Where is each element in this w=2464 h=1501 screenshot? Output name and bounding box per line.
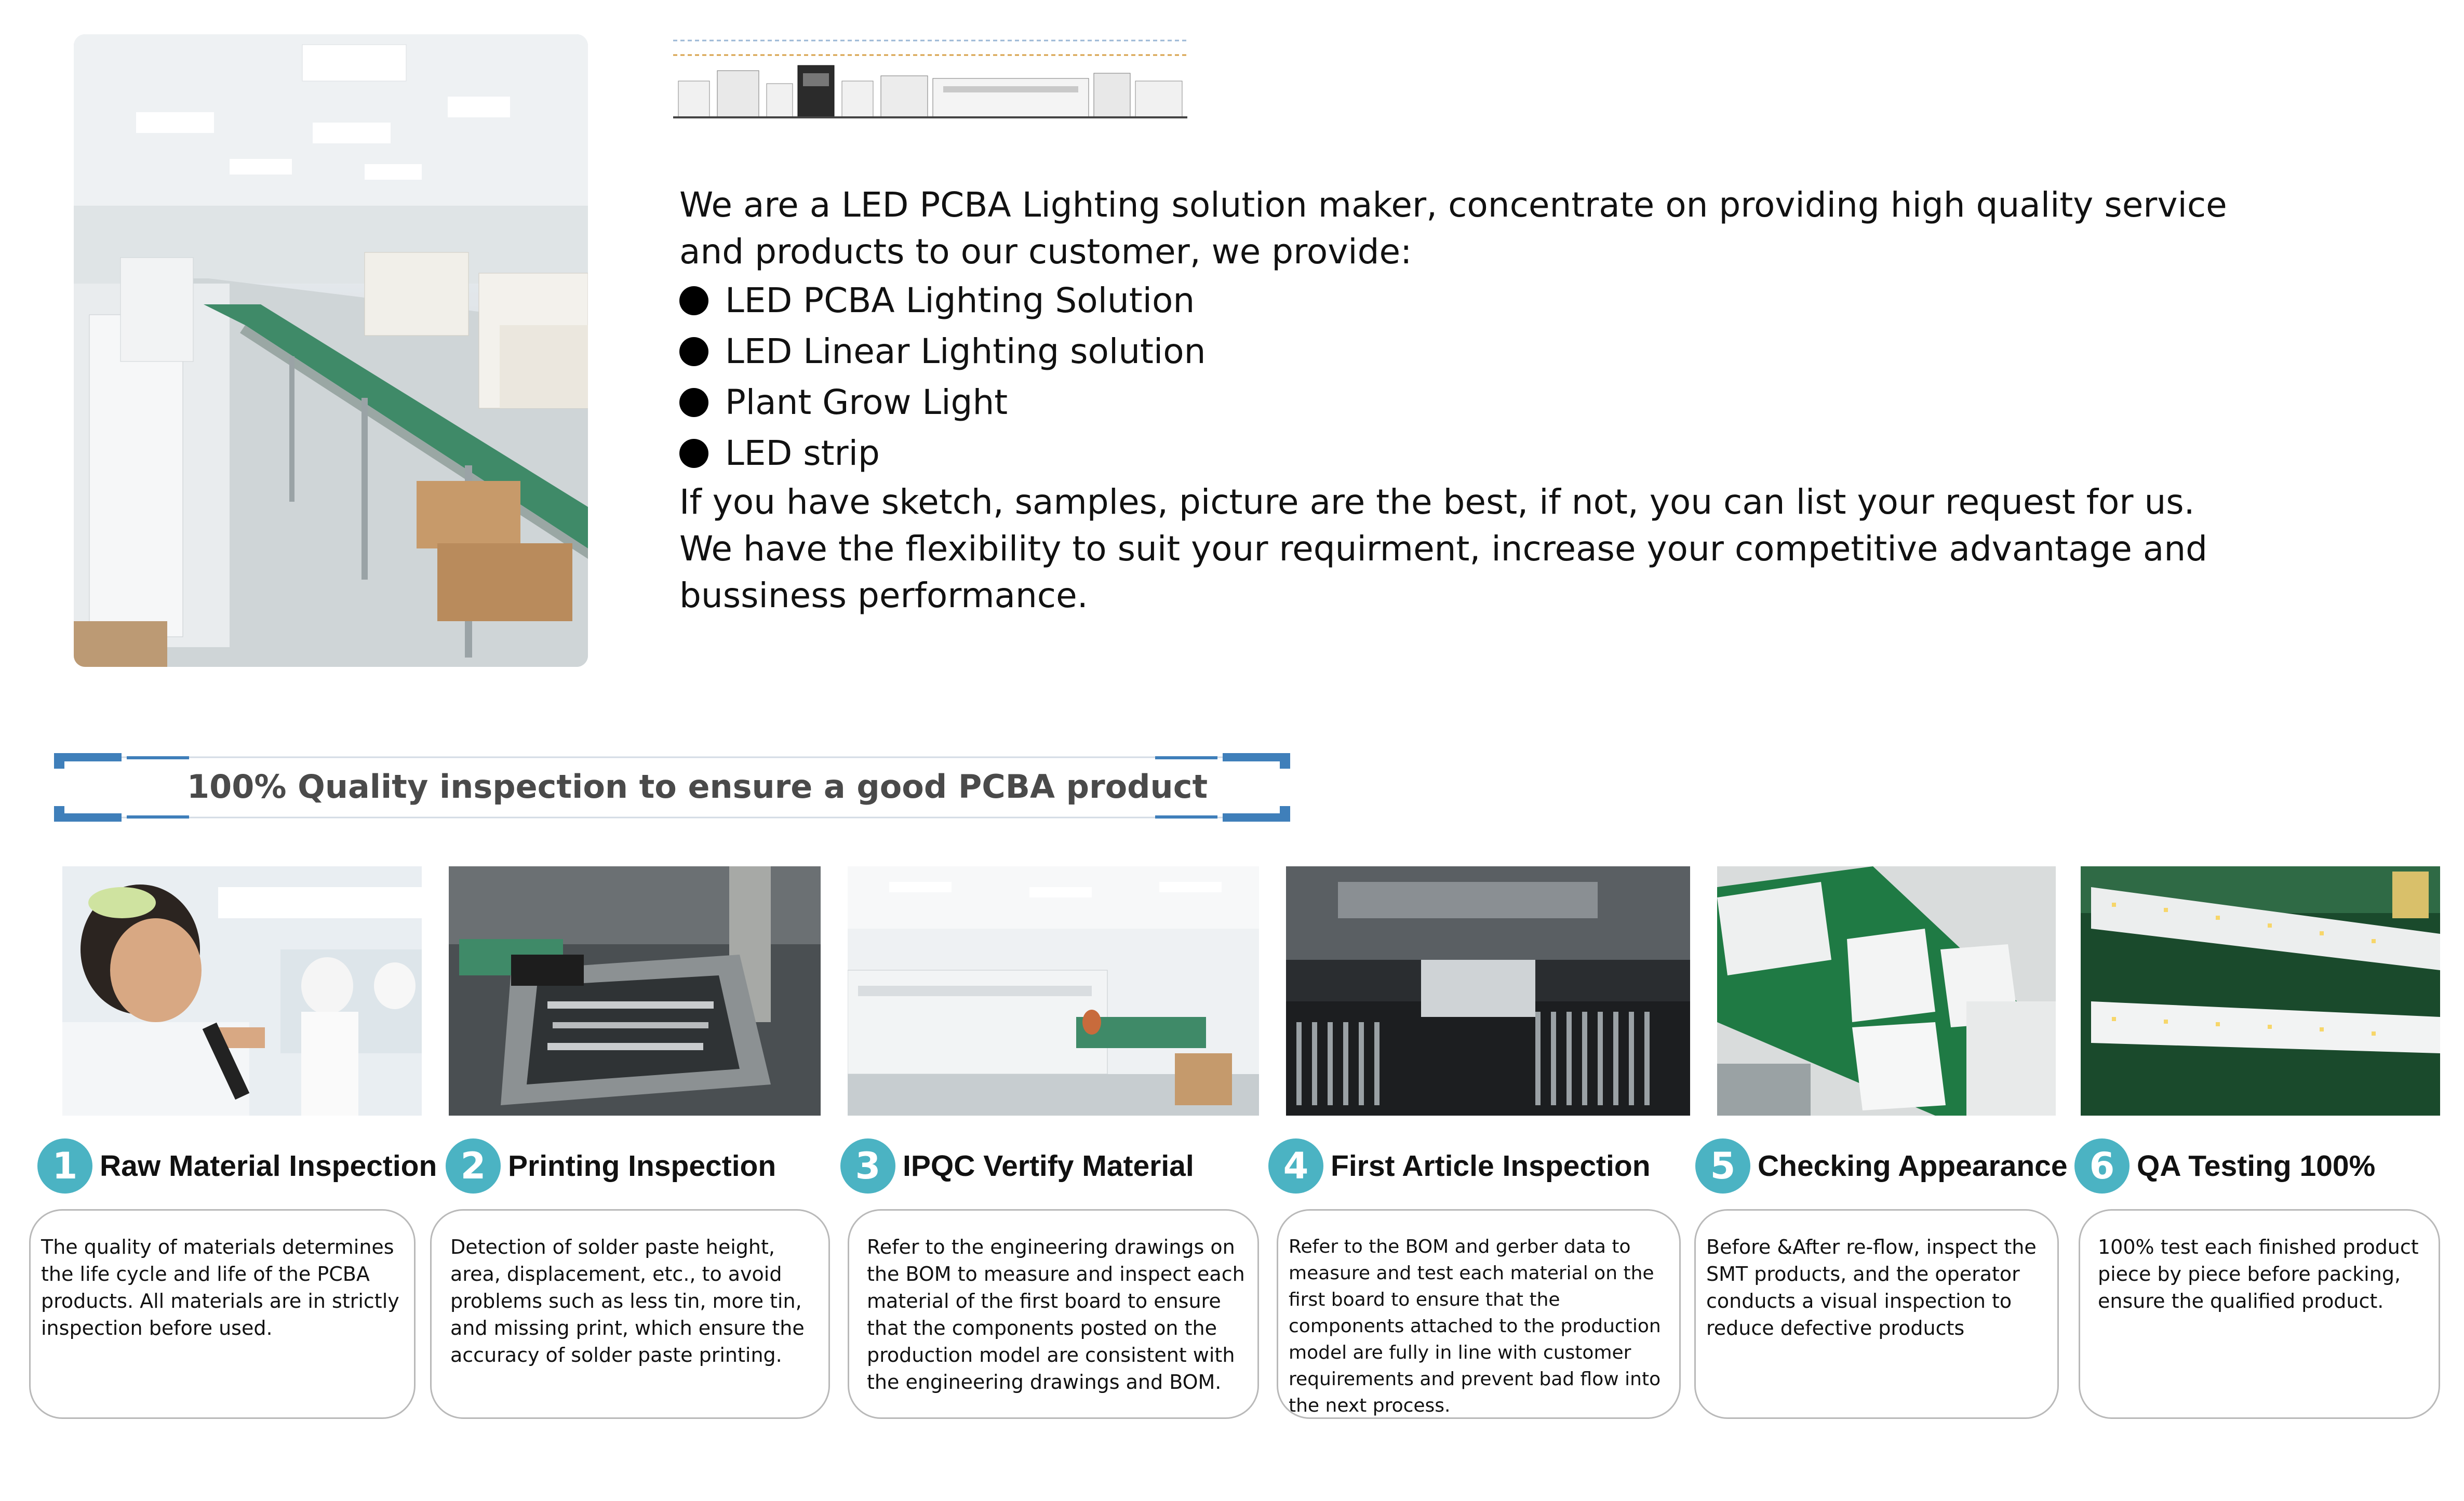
intro-line-2: and products to our customer, we provide…	[679, 232, 1412, 272]
step-number-badge: 5	[1695, 1138, 1750, 1194]
step-4-header: 4 First Article Inspection	[1268, 1137, 1651, 1195]
step-5-header: 5 Checking Appearance	[1695, 1137, 2068, 1195]
bullet-label: LED PCBA Lighting Solution	[725, 280, 1195, 320]
banner-title: 100% Quality inspection to ensure a good…	[187, 768, 1208, 806]
smt-line-illustration	[673, 39, 1187, 118]
step-6-photo	[2081, 866, 2440, 1116]
intro-line-4: We have the flexibility to suit your req…	[679, 529, 2208, 569]
printing-inspection-illustration	[449, 866, 821, 1116]
step-3-description: Refer to the engineering drawings on the…	[848, 1209, 1259, 1419]
step-4-photo	[1286, 866, 1690, 1116]
bullet-label: Plant Grow Light	[725, 382, 1008, 422]
step-number-badge: 3	[840, 1138, 895, 1194]
bullet-label: LED Linear Lighting solution	[725, 331, 1206, 371]
smt-production-line-diagram	[668, 34, 1193, 128]
bullet-dot-icon	[679, 439, 708, 468]
step-title: First Article Inspection	[1331, 1149, 1651, 1183]
bullet-dot-icon	[679, 388, 708, 417]
step-1-description: The quality of materials determines the …	[29, 1209, 416, 1419]
bullet-item: LED strip	[679, 428, 2238, 479]
banner-frame	[54, 753, 1290, 822]
step-number-badge: 6	[2074, 1138, 2130, 1194]
step-2-description: Detection of solder paste height, area, …	[430, 1209, 830, 1419]
intro-text-block: We are a LED PCBA Lighting solution make…	[679, 182, 2238, 619]
step-number-badge: 2	[446, 1138, 501, 1194]
step-5-description: Before &After re-flow, inspect the SMT p…	[1694, 1209, 2059, 1419]
factory-floor-photo	[74, 34, 588, 667]
intro-line-1: We are a LED PCBA Lighting solution make…	[679, 185, 2227, 225]
checking-appearance-illustration	[1717, 866, 2056, 1116]
step-title: Printing Inspection	[508, 1149, 776, 1183]
step-title: IPQC Vertify Material	[903, 1149, 1194, 1183]
step-2-header: 2 Printing Inspection	[446, 1137, 776, 1195]
step-6-description: 100% test each finished product piece by…	[2079, 1209, 2440, 1419]
step-4-description: Refer to the BOM and gerber data to meas…	[1277, 1209, 1681, 1419]
bullet-item: Plant Grow Light	[679, 377, 2238, 428]
step-2-photo	[449, 866, 821, 1116]
step-title: Checking Appearance	[1758, 1149, 2068, 1183]
raw-material-inspection-illustration	[62, 866, 422, 1116]
quality-banner	[54, 753, 1290, 822]
step-number-badge: 4	[1268, 1138, 1323, 1194]
step-3-photo	[848, 866, 1259, 1116]
bullet-dot-icon	[679, 337, 708, 366]
bullet-item: LED Linear Lighting solution	[679, 326, 2238, 377]
bullet-label: LED strip	[725, 433, 880, 473]
bullet-item: LED PCBA Lighting Solution	[679, 275, 2238, 326]
step-3-header: 3 IPQC Vertify Material	[840, 1137, 1194, 1195]
step-1-photo	[62, 866, 422, 1116]
factory-floor-illustration	[74, 34, 588, 667]
ipqc-verify-illustration	[848, 866, 1259, 1116]
bullet-dot-icon	[679, 286, 708, 315]
step-title: QA Testing 100%	[2137, 1149, 2376, 1183]
step-number-badge: 1	[37, 1138, 92, 1194]
intro-line-5: bussiness performance.	[679, 575, 1088, 615]
step-6-header: 6 QA Testing 100%	[2074, 1137, 2375, 1195]
step-title: Raw Material Inspection	[100, 1149, 437, 1183]
step-5-photo	[1717, 866, 2056, 1116]
intro-line-3: If you have sketch, samples, picture are…	[679, 482, 2195, 522]
step-1-header: 1 Raw Material Inspection	[37, 1137, 437, 1195]
qa-testing-illustration	[2081, 866, 2440, 1116]
first-article-inspection-illustration	[1286, 866, 1690, 1116]
